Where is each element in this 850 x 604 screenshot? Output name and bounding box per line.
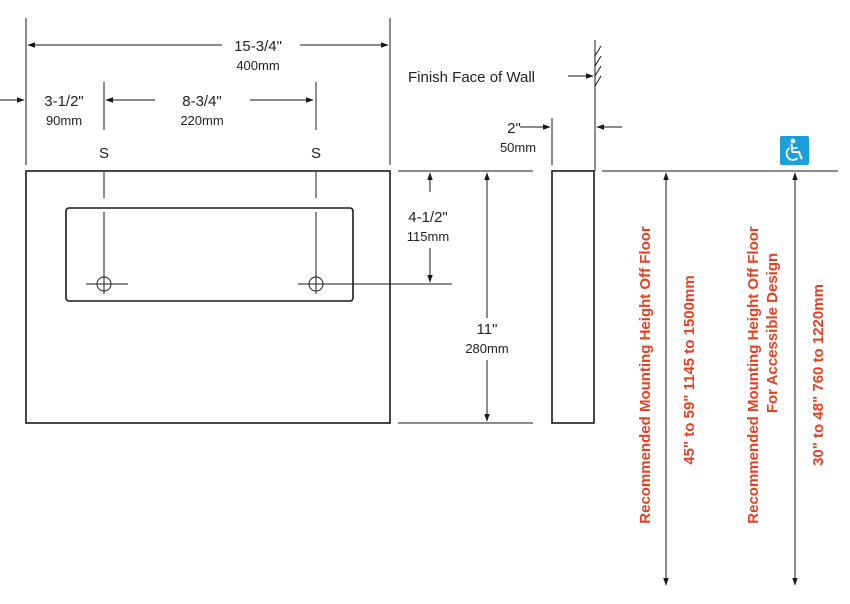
accessible-mounting-title-1: Recommended Mounting Height Off Floor — [745, 226, 762, 524]
screw-label-left: S — [99, 145, 109, 162]
side-view: 2" 50mm — [500, 40, 622, 424]
hole-height-mm: 115mm — [407, 229, 449, 244]
side-profile — [551, 170, 595, 424]
finish-face-callout: Finish Face of Wall — [408, 69, 594, 86]
front-view — [25, 170, 452, 424]
depth-mm: 50mm — [500, 140, 536, 155]
cabinet-outline — [25, 170, 391, 424]
dispenser-opening — [65, 207, 354, 302]
wheelchair-icon — [780, 136, 809, 165]
finish-face-label: Finish Face of Wall — [408, 69, 535, 86]
accessible-mounting-dimension: Recommended Mounting Height Off Floor Fo… — [745, 172, 827, 586]
left-offset-in: 3-1/2" — [44, 93, 84, 110]
standard-mounting-range: 45" to 59" 1145 to 1500mm — [681, 275, 698, 464]
overall-width-dimension: 15-3/4" 400mm — [25, 18, 391, 165]
hole-spacing-dimension: 8-3/4" 220mm — [105, 82, 317, 130]
hole-height-dimension: 4-1/2" 115mm — [398, 170, 533, 424]
accessible-mounting-range: 30" to 48" 760 to 1220mm — [810, 284, 827, 466]
overall-width-mm: 400mm — [236, 58, 279, 73]
overall-height-mm: 280mm — [465, 341, 508, 356]
overall-height-in: 11" — [477, 321, 498, 338]
standard-mounting-title: Recommended Mounting Height Off Floor — [637, 226, 654, 524]
overall-height-dimension: 11" 280mm — [465, 172, 509, 422]
left-offset-dimension: 3-1/2" 90mm — [0, 82, 105, 130]
hole-height-in: 4-1/2" — [408, 209, 448, 226]
hole-spacing-in: 8-3/4" — [182, 93, 222, 110]
hole-spacing-mm: 220mm — [180, 113, 223, 128]
wall-hatch — [594, 45, 602, 87]
screw-hole-left — [86, 276, 128, 292]
accessible-mounting-title-2: For Accessible Design — [764, 253, 781, 413]
overall-width-in: 15-3/4" — [234, 38, 282, 55]
screw-label-right: S — [311, 145, 321, 162]
depth-in: 2" — [507, 120, 521, 137]
screw-hole-right — [298, 276, 452, 292]
left-offset-mm: 90mm — [46, 113, 82, 128]
standard-mounting-dimension: Recommended Mounting Height Off Floor 45… — [637, 172, 698, 586]
